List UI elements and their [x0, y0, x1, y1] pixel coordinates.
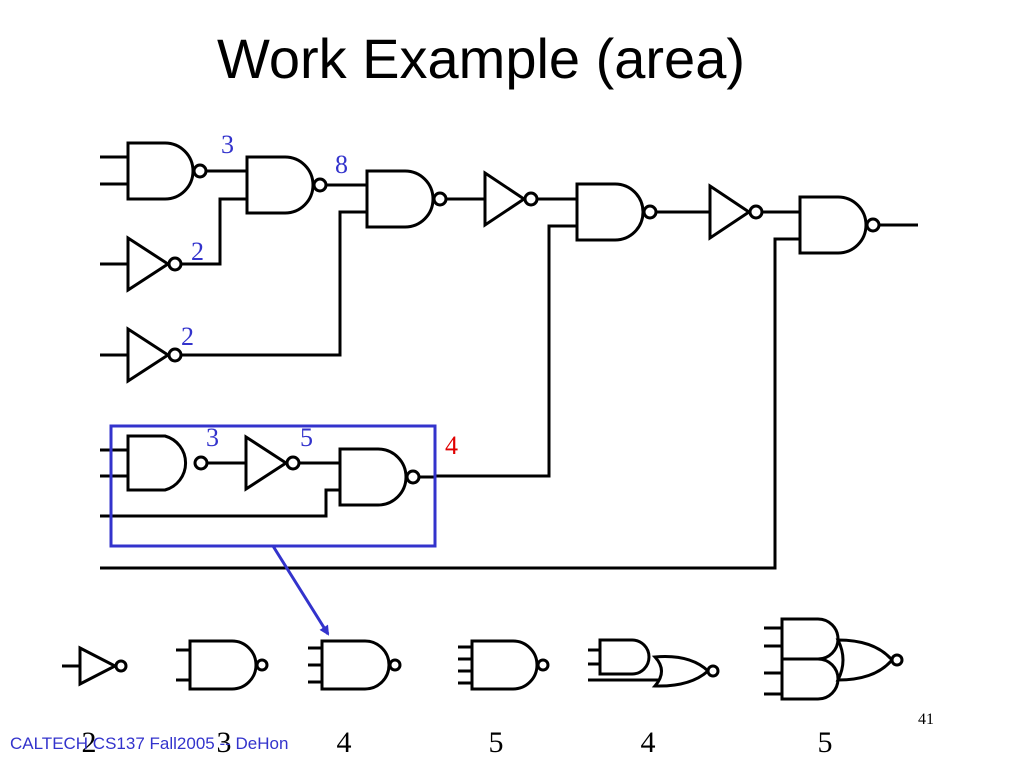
library-cost-inverter: 2: [82, 726, 97, 759]
page-number: 41: [918, 711, 934, 728]
area-label-inv1: 2: [191, 237, 204, 266]
library-nand3: [308, 639, 402, 691]
nand-gate-1: [100, 141, 208, 201]
inverter-4: [708, 183, 764, 241]
nand-gate-2: [245, 155, 328, 215]
inverter-1: [100, 235, 183, 293]
boxed-subcircuit: [100, 424, 437, 548]
library-cost-aoi: 4: [641, 726, 656, 759]
library-and-and-or-invert: [764, 617, 904, 701]
area-label-box-inv: 5: [300, 423, 313, 452]
nand-gate-5: [798, 195, 918, 255]
inverter-2: [100, 326, 183, 384]
library-cost-nand3: 4: [337, 726, 352, 759]
library-and-or-invert: [588, 638, 720, 688]
inverter-3: [483, 170, 539, 228]
library-cost-aaoi: 5: [818, 726, 833, 759]
slide-footer: CALTECH CS137 Fall2005 -- DeHon: [10, 734, 288, 753]
area-label-nand2: 8: [335, 150, 348, 179]
library-cost-nand2: 3: [217, 726, 232, 759]
library-cost-nand4: 5: [489, 726, 504, 759]
area-label-box-total: 4: [445, 431, 458, 460]
library-nand2: [176, 639, 269, 691]
area-label-inv2: 2: [181, 322, 194, 351]
nand-gate-4: [575, 182, 658, 242]
area-label-nand1: 3: [221, 130, 234, 159]
area-label-box-nand: 3: [206, 423, 219, 452]
library-nand4: [458, 639, 550, 691]
library-inverter: [62, 645, 128, 687]
nand-gate-3: [365, 169, 448, 229]
mapping-arrow: [271, 545, 330, 636]
slide-title: Work Example (area): [216, 27, 745, 90]
